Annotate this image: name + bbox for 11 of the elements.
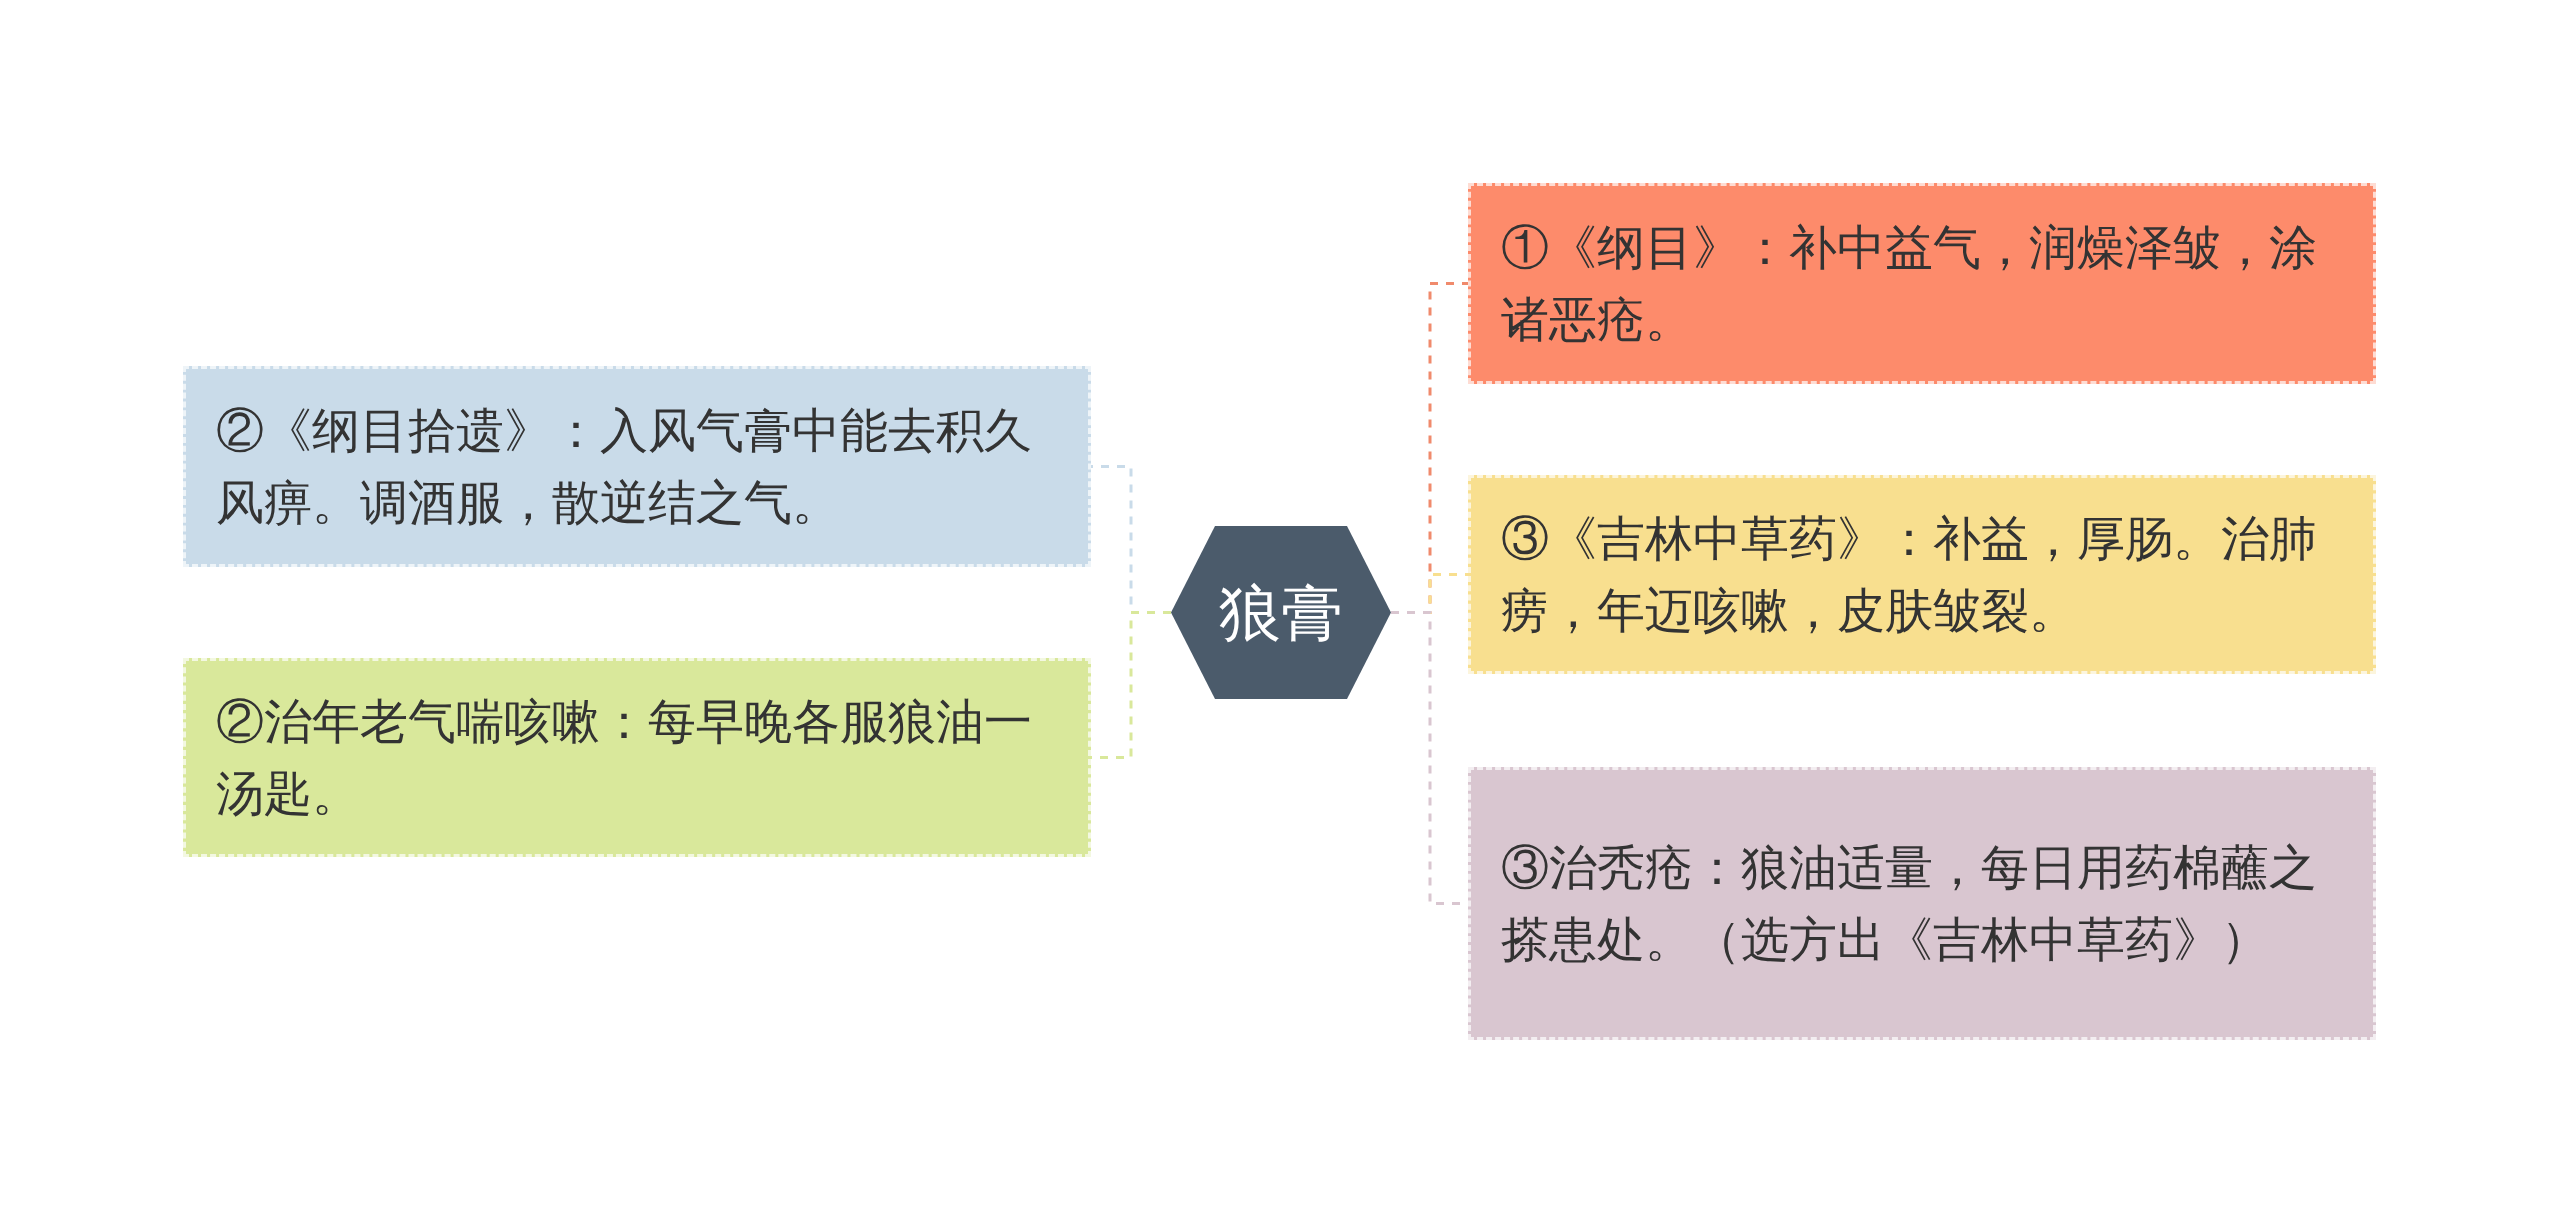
topic-box [1468, 183, 2376, 384]
topic-box [183, 658, 1091, 857]
central-topic-text: 狼膏 [1219, 581, 1343, 644]
topic-box [183, 366, 1091, 567]
topic-text: ②治年老气喘咳嗽：每早晚各服狼油一汤匙。 [216, 693, 1033, 822]
topic-text: ②《纲目拾遗》：入风气膏中能去积久风痹。调酒服，散逆结之气。 [216, 402, 1033, 531]
topic-text: ③治秃疮：狼油适量，每日用药棉蘸之搽患处。（选方出《吉林中草药》） [1501, 839, 2318, 968]
topic-box [1468, 767, 2376, 1040]
topic-text: ①《纲目》：补中益气，润燥泽皱，涂诸恶疮。 [1501, 219, 2318, 348]
topic-text: ③《吉林中草药》：补益，厚肠。治肺痨，年迈咳嗽，皮肤皱裂。 [1501, 510, 2318, 639]
topic-box [1468, 475, 2376, 674]
